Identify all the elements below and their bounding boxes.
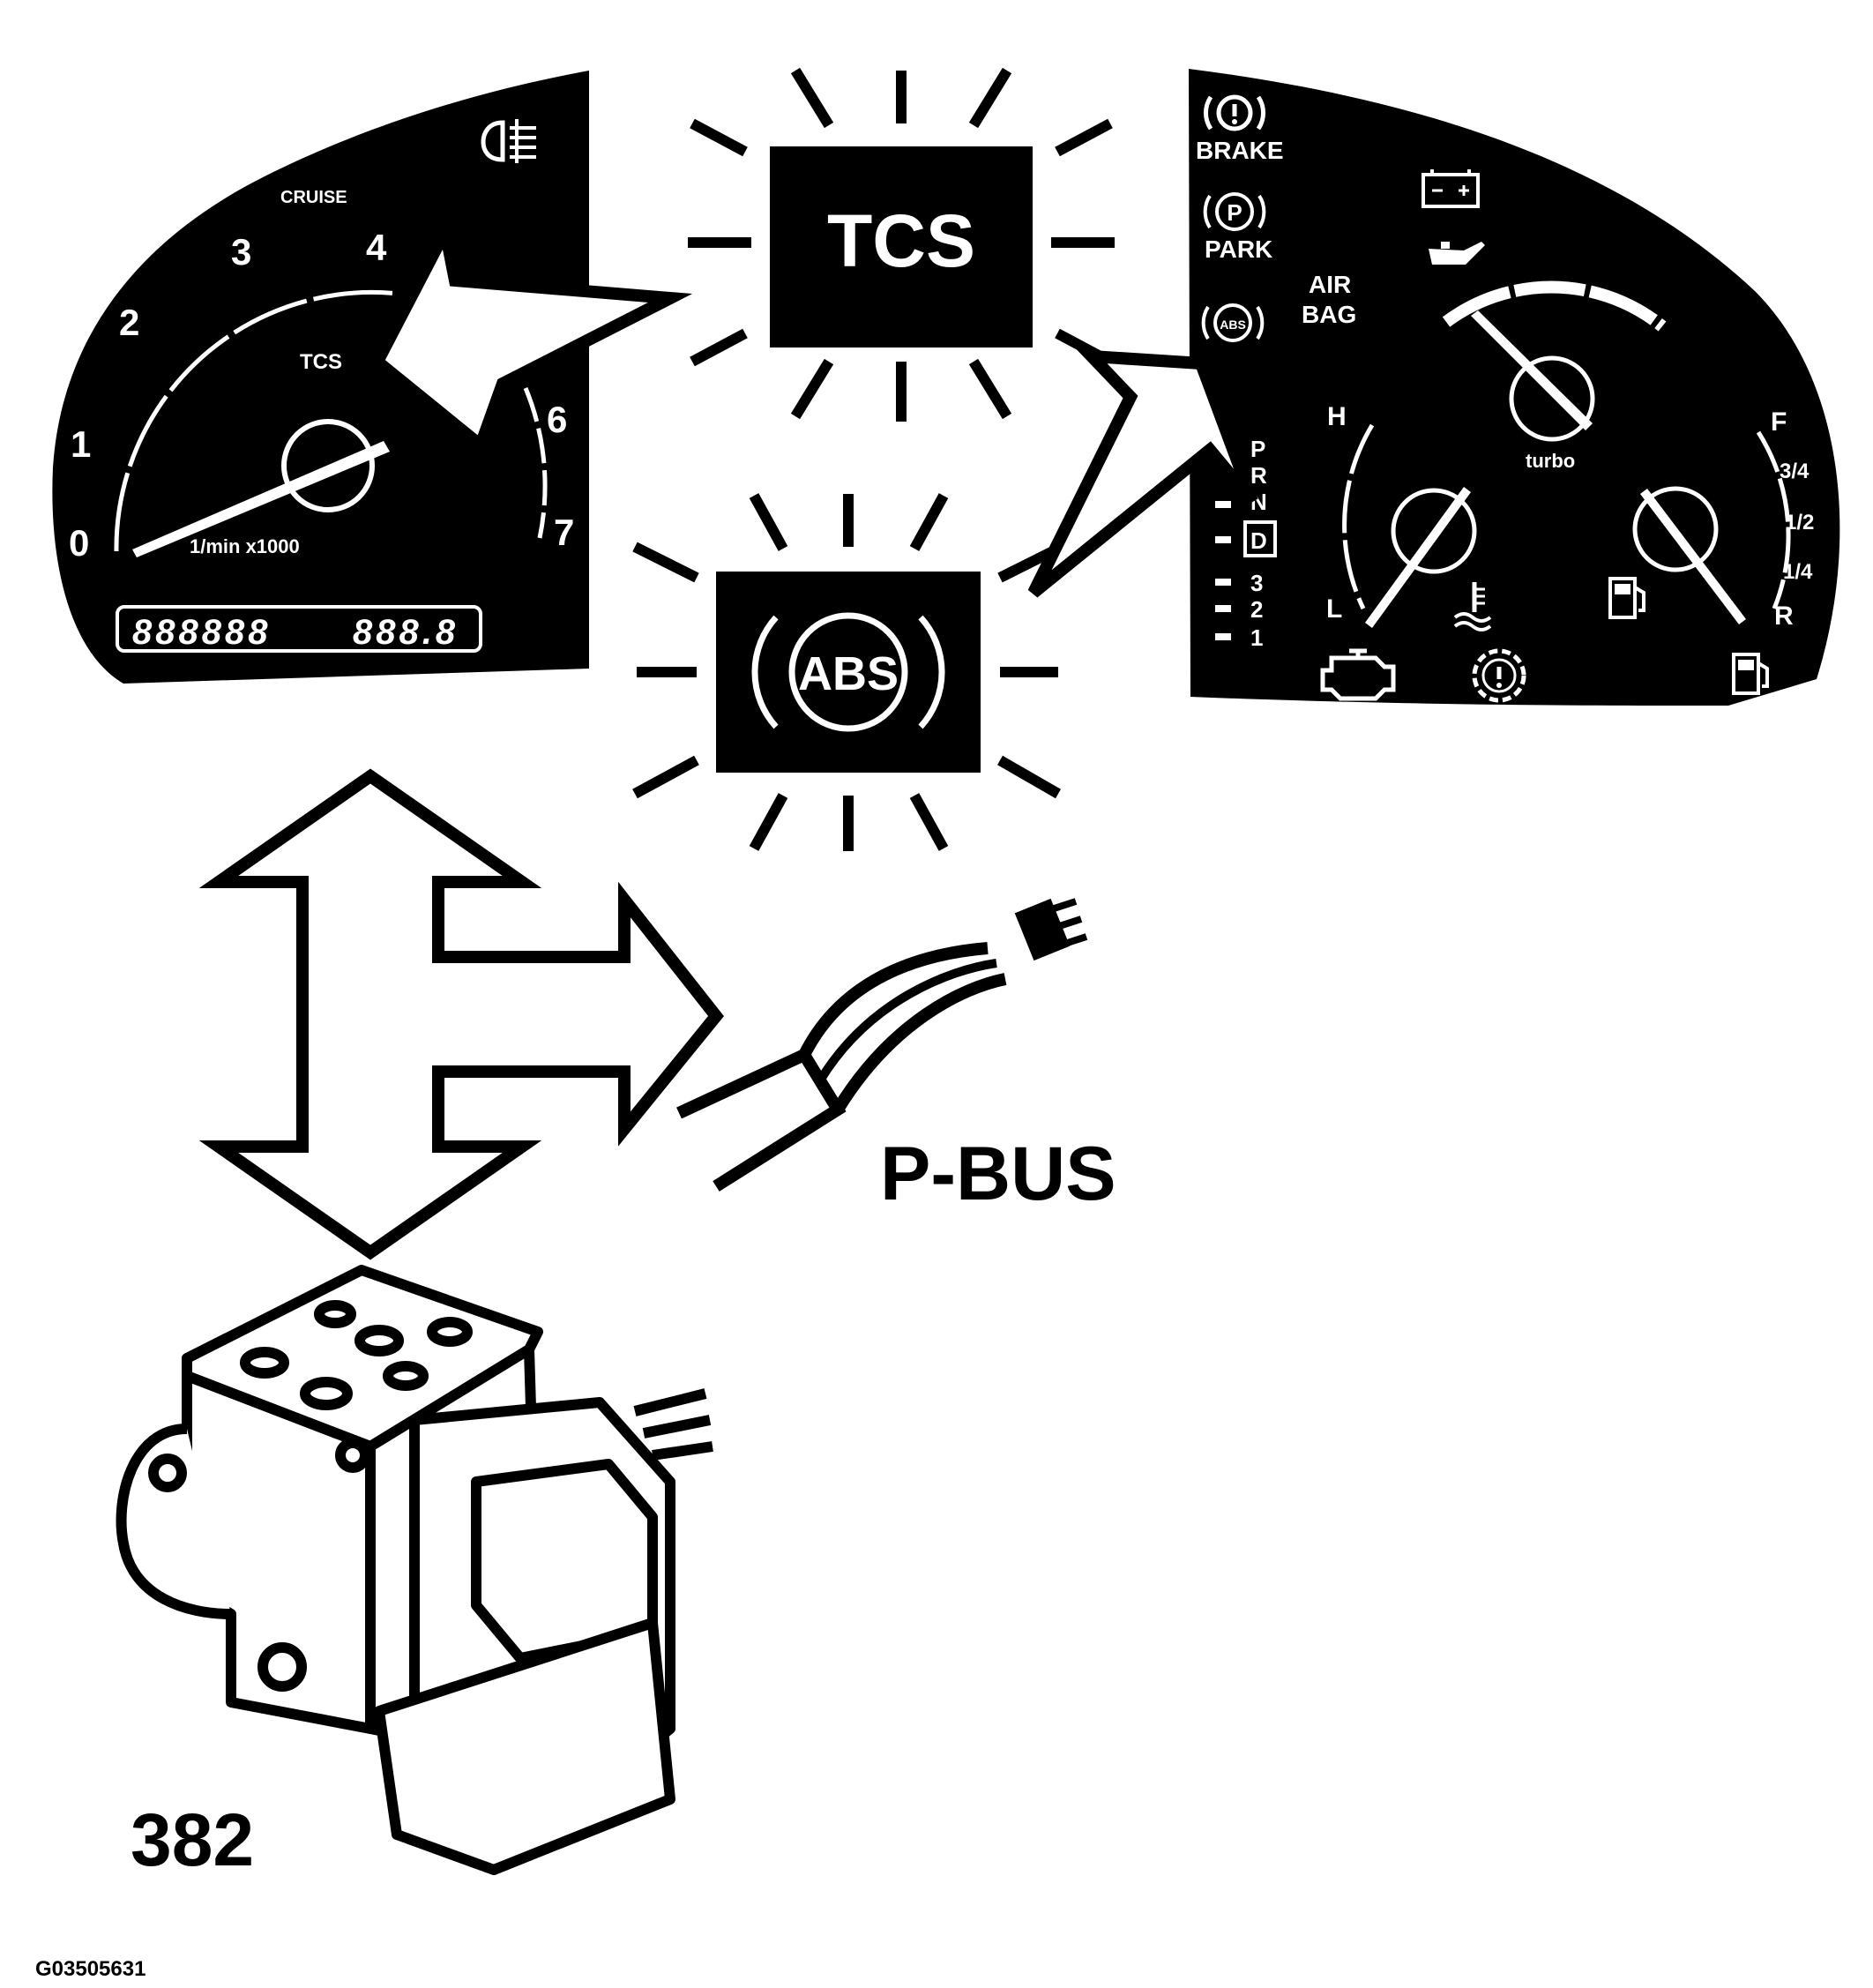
- temp-high-label: H: [1327, 402, 1347, 431]
- oil-can-icon: [1429, 242, 1485, 265]
- fuel-pump-icon: [1608, 577, 1645, 619]
- park-label: PARK: [1205, 235, 1272, 263]
- fuel-mark-three-quarter: 3/4: [1780, 460, 1810, 483]
- tach-number-2: 2: [119, 302, 139, 343]
- turbo-needle-hub: [1509, 355, 1595, 442]
- turbo-needle: [1471, 310, 1593, 430]
- fuel-pump-low-icon: [1732, 653, 1769, 695]
- module-label: 382: [131, 1798, 254, 1881]
- right-cluster-panel: BRAKE P PARK ABS AIR BAG: [1189, 69, 1840, 706]
- fuel-scale-arc: [1756, 430, 1791, 609]
- abs-indicator-label: ABS: [798, 647, 899, 700]
- gear-1: 1: [1250, 624, 1263, 651]
- abs-small-label: ABS: [1220, 318, 1246, 332]
- odometer-value: 888888: [132, 613, 271, 652]
- gear-d: D: [1250, 527, 1267, 554]
- figure-code: G03505631: [35, 1957, 146, 1981]
- tach-number-3: 3: [231, 231, 251, 273]
- pbus-cable: [676, 898, 1088, 1192]
- abs-indicator-box: [716, 572, 981, 773]
- gear-d-highlight: [1243, 520, 1277, 557]
- turbo-scale-arc: [1442, 280, 1667, 332]
- fuel-mark-quarter: 1/4: [1783, 560, 1813, 584]
- gear-p: P: [1250, 436, 1265, 462]
- tcs-indicator-label: TCS: [827, 199, 975, 282]
- tcs-indicator: TCS: [688, 67, 1115, 422]
- tach-number-0: 0: [69, 522, 89, 564]
- cruise-label: CRUISE: [280, 188, 347, 207]
- brake-warning-icon: [1204, 94, 1265, 131]
- tcs-indicator-box: [770, 146, 1033, 348]
- fuel-mark-reserve: R: [1774, 602, 1794, 631]
- fuel-needle: [1640, 489, 1746, 624]
- turbo-label: turbo: [1526, 450, 1575, 472]
- gear-r: R: [1250, 462, 1267, 489]
- abs-warning-icon: ABS: [1201, 303, 1265, 342]
- odometer-display: [116, 605, 482, 653]
- tcs-pointer-arrow: [369, 213, 693, 456]
- abs-indicator-ring: [788, 612, 908, 732]
- temp-needle: [1365, 487, 1471, 628]
- fuel-mark-half: 1/2: [1785, 511, 1814, 534]
- gear-warning-icon: [1472, 648, 1526, 703]
- airbag-label-line1: AIR: [1309, 271, 1351, 298]
- tcs-small-label: TCS: [300, 350, 342, 374]
- tachometer-scale-arc-right: [523, 387, 548, 539]
- trip-value: 888.8: [353, 613, 459, 652]
- tach-number-7: 7: [554, 512, 574, 553]
- tachometer-scale-arc: [114, 289, 399, 552]
- pbus-label: P-BUS: [880, 1132, 1116, 1216]
- tachometer-needle: [132, 441, 390, 557]
- abs-control-module: [116, 1265, 713, 1875]
- abs-indicator: ABS: [632, 493, 1064, 851]
- bus-communication-arrow: [198, 768, 724, 1260]
- battery-icon: [1422, 169, 1480, 208]
- tachometer-panel: 0 1 2 3 4 6 7 CRUISE TCS 1/min x1000 888…: [52, 71, 589, 684]
- abs-glow-rays: [632, 493, 1064, 851]
- tach-number-6: 6: [547, 399, 567, 440]
- tach-number-4: 4: [366, 227, 387, 268]
- gear-2: 2: [1250, 596, 1263, 623]
- check-engine-icon: [1320, 648, 1396, 701]
- rpm-unit-label: 1/min x1000: [190, 535, 300, 557]
- airbag-label-line2: BAG: [1302, 301, 1356, 328]
- tach-number-1: 1: [71, 423, 91, 465]
- fuel-mark-full: F: [1771, 407, 1787, 437]
- gear-3: 3: [1250, 570, 1263, 596]
- coolant-temp-icon: [1453, 582, 1492, 632]
- park-symbol: P: [1227, 199, 1242, 226]
- abs-pointer-arrow: [1027, 348, 1258, 598]
- brake-label: BRAKE: [1196, 137, 1284, 164]
- fog-light-icon: [481, 119, 536, 163]
- temp-scale-arc: [1342, 423, 1375, 610]
- temp-low-label: L: [1326, 594, 1342, 624]
